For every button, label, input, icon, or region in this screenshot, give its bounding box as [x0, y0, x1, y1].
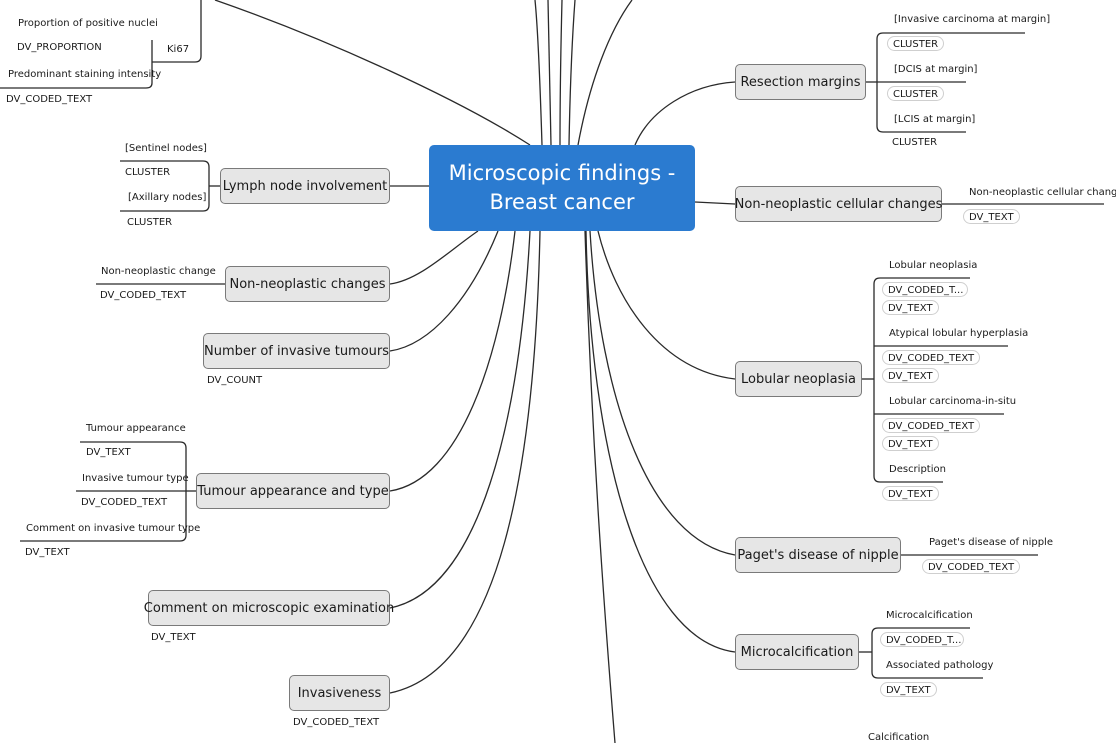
type-dv-text-pill: DV_TEXT [963, 209, 1020, 224]
branch-number-of-invasive-tumours[interactable]: Number of invasive tumours [203, 333, 390, 369]
type-dv-coded-text: DV_CODED_TEXT [81, 497, 168, 508]
type-dv-text: DV_TEXT [151, 632, 196, 643]
branch-pagets-disease-of-nipple[interactable]: Paget's disease of nipple [735, 537, 901, 573]
branch-non-neoplastic-cellular-changes[interactable]: Non-neoplastic cellular changes [735, 186, 942, 222]
type-dv-text: DV_TEXT [86, 447, 131, 458]
branch-non-neoplastic-changes[interactable]: Non-neoplastic changes [225, 266, 390, 302]
detail-invasive-carcinoma-at-margin: [Invasive carcinoma at margin] [894, 14, 1051, 25]
type-dv-text: DV_TEXT [25, 547, 70, 558]
detail-non-neoplastic-change: Non-neoplastic change [101, 266, 216, 277]
branch-resection-margins[interactable]: Resection margins [735, 64, 866, 100]
type-cluster-pill: CLUSTER [887, 36, 945, 51]
type-dv-count: DV_COUNT [207, 375, 263, 386]
detail-non-neoplastic-cellular-change: Non-neoplastic cellular change [969, 187, 1116, 198]
type-dv-coded-text-pill: DV_CODED_TEXT [882, 418, 981, 433]
detail-lobular-neoplasia: Lobular neoplasia [889, 260, 978, 271]
type-dv-coded-text-pill: DV_CODED_T... [880, 632, 964, 647]
branch-lobular-neoplasia[interactable]: Lobular neoplasia [735, 361, 862, 397]
type-dv-text-pill: DV_TEXT [882, 486, 939, 501]
type-cluster: CLUSTER [892, 137, 938, 148]
detail-sentinel-nodes: [Sentinel nodes] [125, 143, 207, 154]
type-dv-coded-text: DV_CODED_TEXT [6, 94, 93, 105]
detail-description: Description [889, 464, 946, 475]
detail-atypical-lobular-hyperplasia: Atypical lobular hyperplasia [889, 328, 1029, 339]
type-cluster: CLUSTER [127, 217, 173, 228]
central-topic-line1: Microscopic findings - [448, 161, 676, 185]
detail-microcalcification: Microcalcification [886, 610, 973, 621]
type-dv-coded-text-pill: DV_CODED_T... [882, 282, 968, 297]
type-dv-text-pill: DV_TEXT [880, 682, 937, 697]
type-dv-coded-text: DV_CODED_TEXT [100, 290, 187, 301]
detail-calcification: Calcification [868, 732, 930, 743]
branch-tumour-appearance-and-type[interactable]: Tumour appearance and type [196, 473, 390, 509]
type-cluster: CLUSTER [125, 167, 171, 178]
central-topic-line2: Breast cancer [489, 190, 635, 214]
branch-lymph-node-involvement[interactable]: Lymph node involvement [220, 168, 390, 204]
detail-lcis-at-margin: [LCIS at margin] [894, 114, 976, 125]
branch-invasiveness[interactable]: Invasiveness [289, 675, 390, 711]
branch-microcalcification[interactable]: Microcalcification [735, 634, 859, 670]
type-dv-coded-text-pill: DV_CODED_TEXT [922, 559, 1021, 574]
detail-dcis-at-margin: [DCIS at margin] [894, 64, 978, 75]
detail-invasive-tumour-type: Invasive tumour type [82, 473, 189, 484]
detail-lobular-carcinoma-in-situ: Lobular carcinoma-in-situ [889, 396, 1017, 407]
type-cluster-pill: CLUSTER [887, 86, 945, 101]
type-dv-proportion: DV_PROPORTION [17, 42, 102, 53]
detail-tumour-appearance: Tumour appearance [86, 423, 186, 434]
type-dv-coded-text: DV_CODED_TEXT [293, 717, 380, 728]
detail-comment-on-invasive-tumour-type: Comment on invasive tumour type [26, 523, 201, 534]
type-dv-coded-text-pill: DV_CODED_TEXT [882, 350, 981, 365]
type-dv-text-pill: DV_TEXT [882, 300, 939, 315]
type-dv-text-pill: DV_TEXT [882, 368, 939, 383]
detail-proportion-of-positive-nuclei: Proportion of positive nuclei [18, 18, 158, 29]
type-dv-text-pill: DV_TEXT [882, 436, 939, 451]
detail-axillary-nodes: [Axillary nodes] [128, 192, 207, 203]
central-topic[interactable]: Microscopic findings - Breast cancer [429, 145, 695, 231]
detail-predominant-staining-intensity: Predominant staining intensity [8, 69, 162, 80]
branch-comment-on-microscopic-examination[interactable]: Comment on microscopic examination [144, 590, 394, 626]
branch-ki67[interactable]: Ki67 [167, 44, 190, 55]
detail-associated-pathology: Associated pathology [886, 660, 994, 671]
detail-pagets-disease-of-nipple: Paget's disease of nipple [929, 537, 1053, 548]
